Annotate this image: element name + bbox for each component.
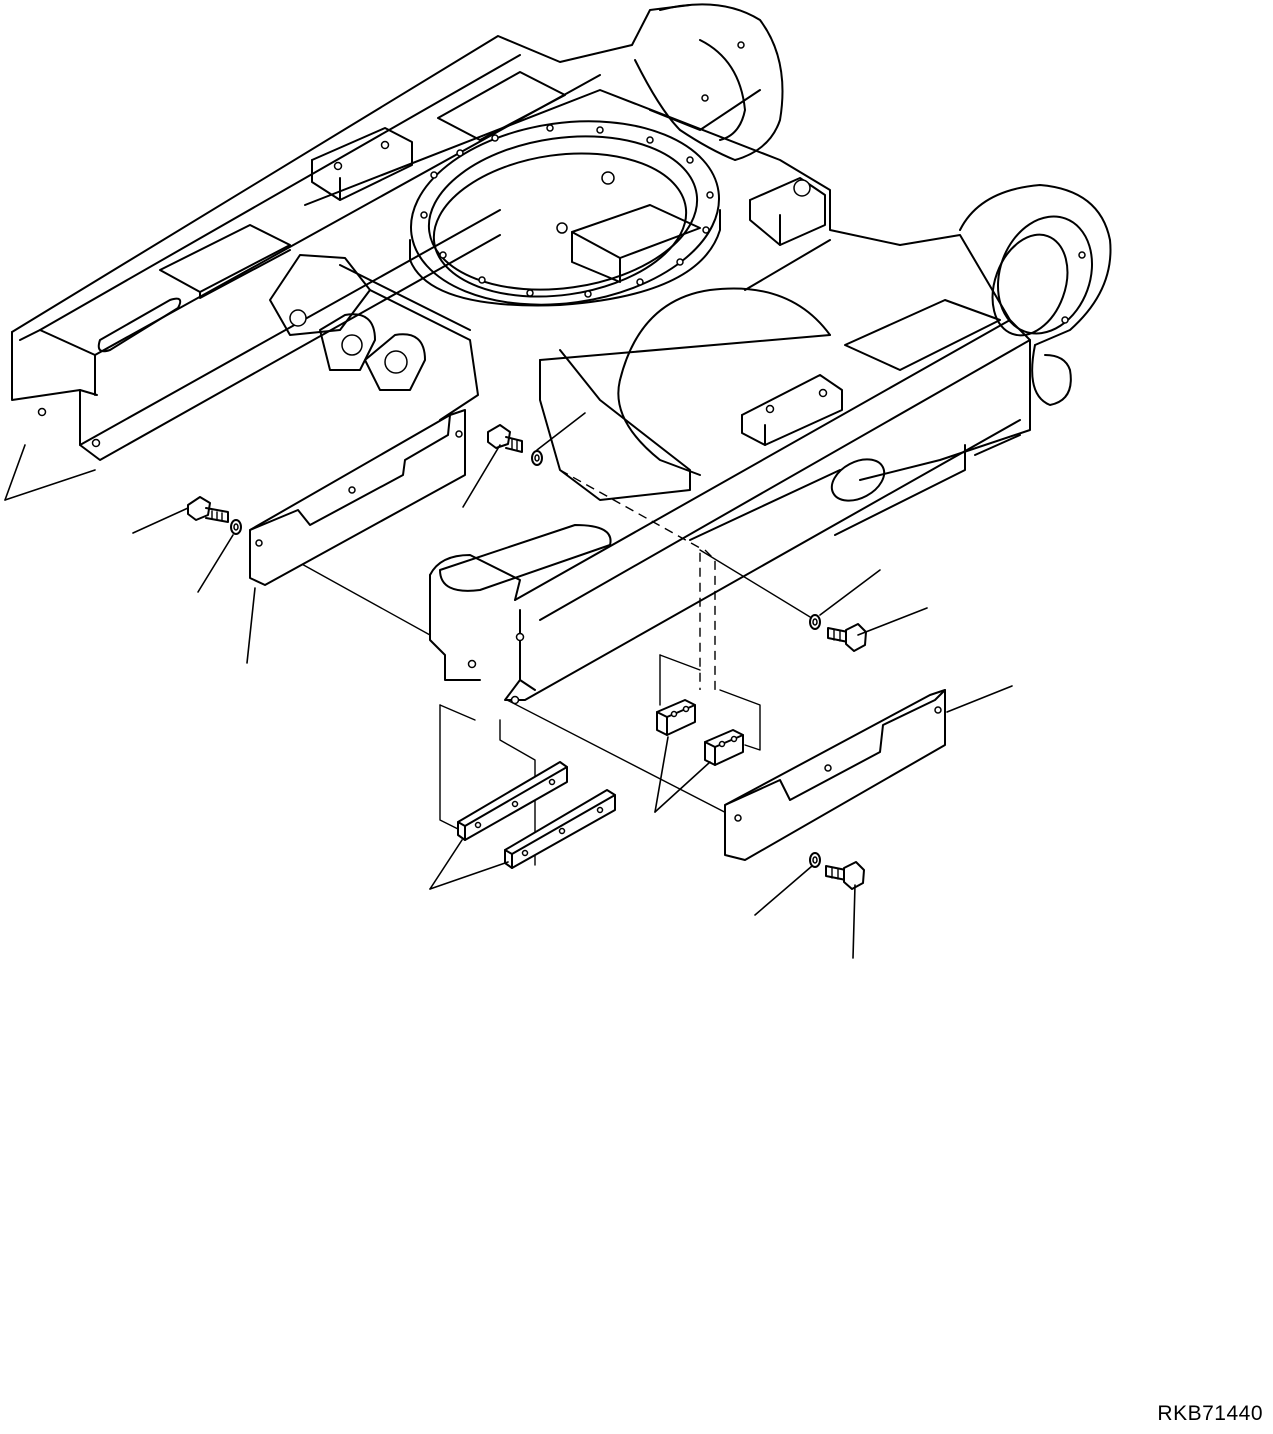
bolt-icon <box>825 861 865 890</box>
right-side-cover-plate <box>724 689 946 861</box>
fasteners <box>187 424 867 890</box>
right-track-rail <box>429 177 1031 705</box>
front-idler-housing <box>959 184 1112 406</box>
washer-icon <box>230 519 242 535</box>
left-side-cover-plate <box>249 409 466 586</box>
bolt-icon <box>187 496 229 523</box>
shim-plate <box>457 761 568 841</box>
rear-sprocket-housing <box>634 3 784 161</box>
swing-circle-bolt-holes <box>420 124 714 298</box>
centre-frame-body <box>304 89 901 501</box>
bolt-icon <box>827 623 867 652</box>
track-frame-assembly <box>11 3 1112 705</box>
left-track-rail <box>11 4 691 461</box>
shims <box>457 699 744 869</box>
bolt-icon <box>487 424 523 453</box>
washer-icon <box>809 614 821 630</box>
drawing-reference-code: RKB71440 <box>1157 1402 1263 1425</box>
blade-mount-bosses <box>269 254 479 421</box>
washer-icon <box>809 852 821 868</box>
callout-leaders <box>4 412 1013 959</box>
washer-icon <box>531 450 543 466</box>
spacer-block <box>656 699 696 736</box>
spacer-block <box>704 729 744 766</box>
